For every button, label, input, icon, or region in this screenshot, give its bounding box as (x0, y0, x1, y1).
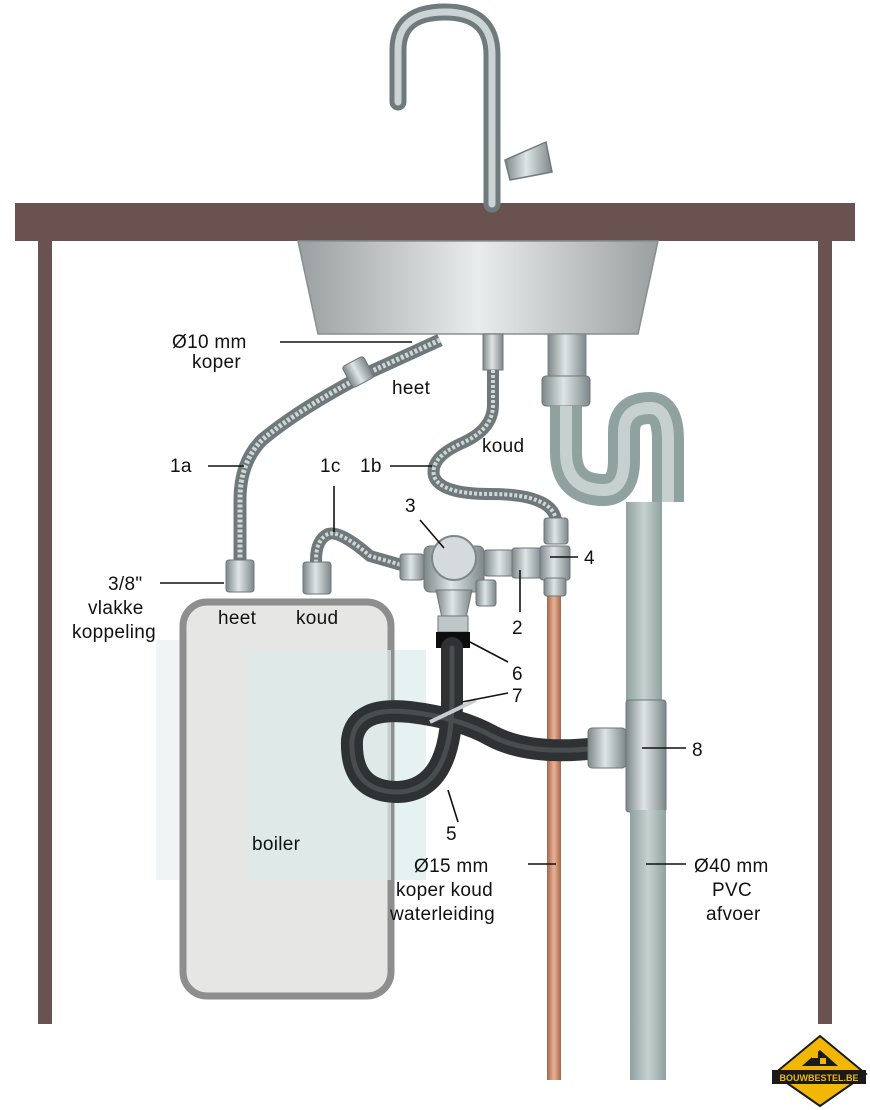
labels: Ø10 mm koper heet koud 1a 1c 1b 3 4 2 6 … (72, 332, 769, 925)
label-coupling-type: vlakke (88, 598, 144, 619)
label-part-8: 8 (692, 740, 703, 761)
label-copper-15mm: Ø15 mm (414, 856, 489, 877)
label-boiler-koud: koud (296, 608, 338, 629)
label-part-3: 3 (405, 496, 416, 517)
label-hose-1a: 1a (170, 456, 192, 477)
hose-clip (429, 698, 477, 724)
label-pvc-use: afvoer (706, 904, 761, 925)
label-part-2: 2 (512, 618, 523, 639)
label-copper-15mm-use: waterleiding (389, 904, 495, 925)
faucet (389, 3, 553, 213)
label-coupling-size: 3/8" (108, 574, 142, 595)
countertop (15, 203, 855, 241)
copper-supply-pipe (547, 590, 561, 1080)
label-copper-10mm-material: koper (192, 352, 241, 373)
cabinet-leg-left (38, 241, 52, 1024)
bouwbestel-logo: BOUWBESTEL.BE (772, 1034, 868, 1108)
label-pvc-size: Ø40 mm (694, 856, 769, 877)
label-heet-pipe: heet (392, 378, 431, 399)
cabinet-leg-right (818, 241, 832, 1024)
label-boiler-heet: heet (218, 608, 257, 629)
label-boiler: boiler (252, 834, 301, 855)
label-part-6: 6 (512, 664, 523, 685)
pvc-drain (541, 333, 684, 1080)
drain-hose (340, 637, 627, 804)
label-hose-1b: 1b (360, 456, 382, 477)
logo-text: BOUWBESTEL.BE (779, 1073, 858, 1083)
safety-valve (423, 535, 571, 648)
label-coupling: koppeling (72, 622, 156, 643)
label-copper-15mm-material: koper koud (396, 880, 493, 901)
label-part-4: 4 (584, 548, 595, 569)
label-part-7: 7 (512, 686, 523, 707)
faucet-lever (504, 140, 553, 181)
label-pvc-material: PVC (712, 880, 752, 901)
sink-basin (297, 240, 659, 335)
hose-1a (225, 334, 443, 593)
leader-lines (160, 341, 686, 865)
label-hose-1c: 1c (320, 456, 341, 477)
hose-1c (302, 527, 425, 595)
label-koud-pipe: koud (482, 436, 524, 457)
label-copper-10mm: Ø10 mm (172, 332, 247, 353)
hose-1b (427, 333, 569, 545)
label-part-5: 5 (446, 824, 457, 845)
